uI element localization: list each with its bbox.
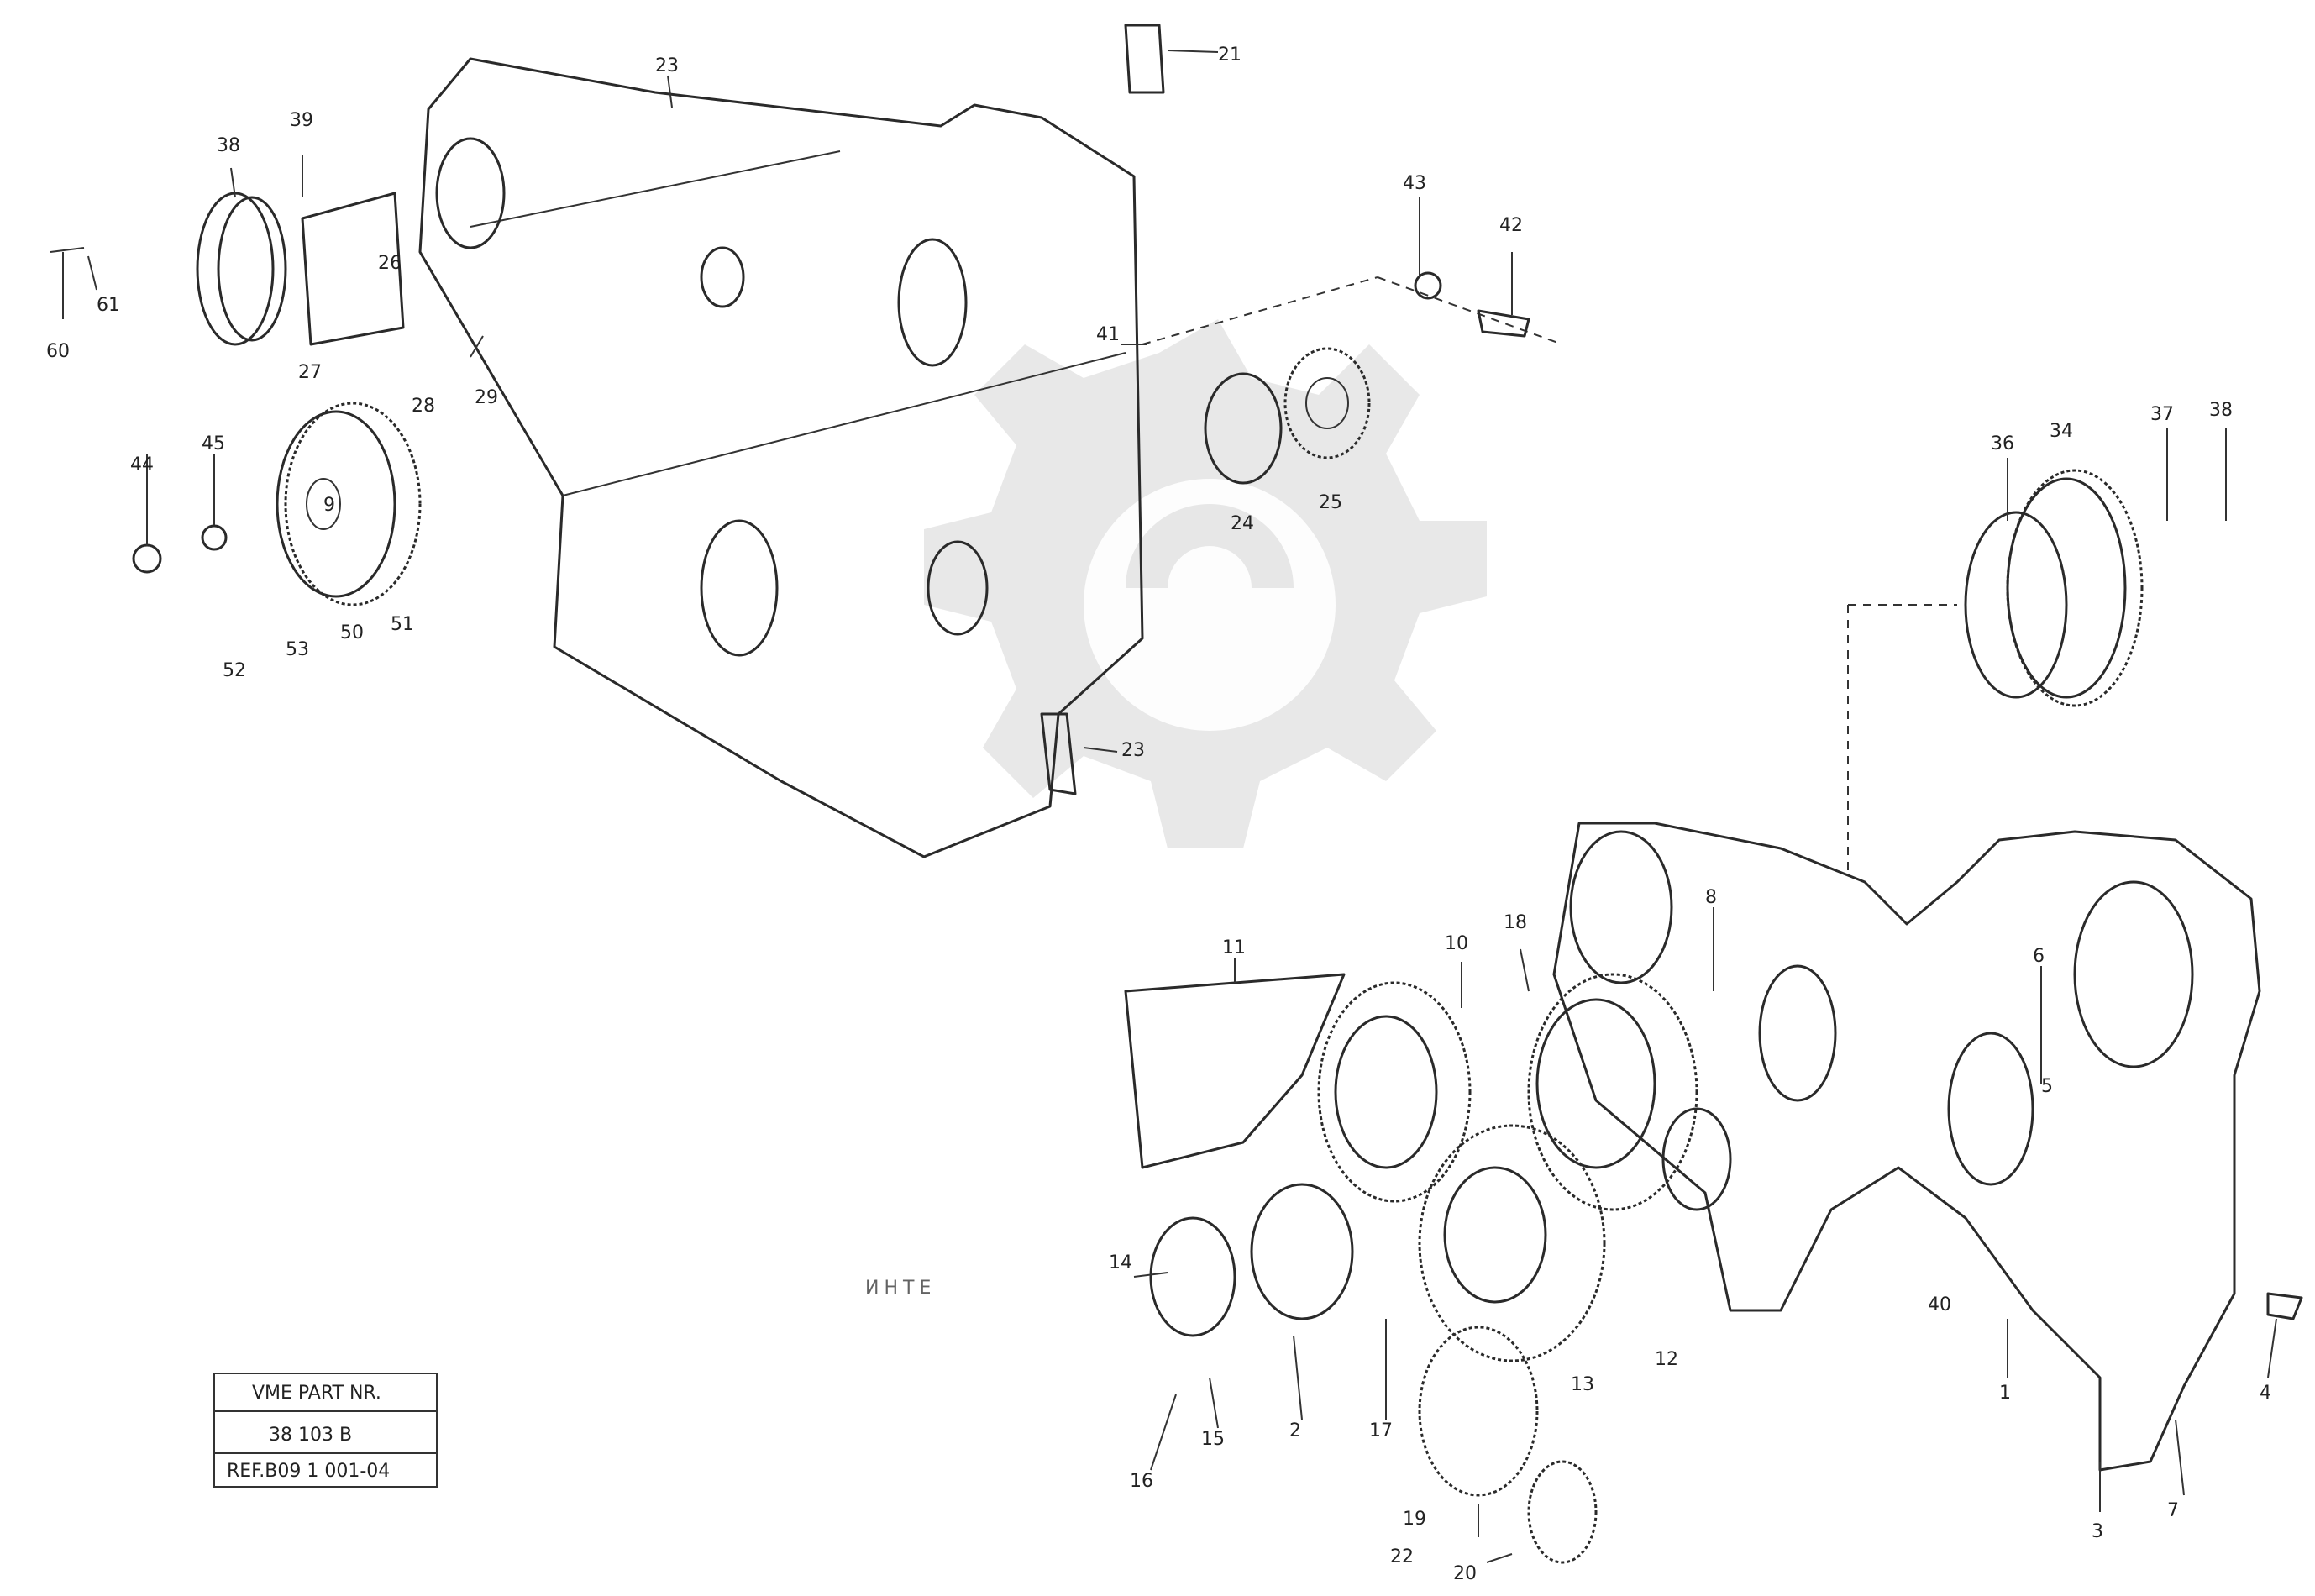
callout-39: 39 xyxy=(290,110,313,131)
callout-2: 2 xyxy=(1289,1420,1301,1441)
callout-22: 22 xyxy=(1390,1546,1414,1567)
callout-52: 52 xyxy=(223,660,246,681)
callout-60: 60 xyxy=(46,341,70,362)
callout-14: 14 xyxy=(1109,1252,1132,1273)
callout-61: 61 xyxy=(97,295,120,316)
callout-11: 11 xyxy=(1222,937,1246,958)
callout-24: 24 xyxy=(1231,513,1254,534)
ring-pair xyxy=(1204,347,1371,485)
callout-19: 19 xyxy=(1403,1509,1426,1530)
leader-lines xyxy=(87,75,2277,1563)
callout-40: 40 xyxy=(1928,1294,1951,1315)
callout-28: 28 xyxy=(412,396,435,417)
callout-23-b: 23 xyxy=(1121,740,1145,761)
callout-38: 38 xyxy=(217,135,240,156)
callout-10: 10 xyxy=(1445,933,1468,954)
callout-17: 17 xyxy=(1369,1420,1393,1441)
callout-34: 34 xyxy=(2050,421,2073,442)
callout-45: 45 xyxy=(202,433,225,454)
gear-train xyxy=(1124,973,2303,1564)
callout-43: 43 xyxy=(1403,173,1426,194)
callout-8: 8 xyxy=(1705,887,1717,908)
dash-connection-2 xyxy=(1377,276,1563,345)
dash-connection-1 xyxy=(1142,276,1378,345)
callout-29: 29 xyxy=(475,387,498,408)
watermark-text: ИНТЕ xyxy=(865,1278,936,1299)
callout-41: 41 xyxy=(1096,324,1120,345)
callout-15: 15 xyxy=(1201,1429,1225,1450)
stamp-line-2: 38 103 B xyxy=(269,1425,352,1446)
callout-16: 16 xyxy=(1130,1471,1153,1492)
callout-25: 25 xyxy=(1319,492,1342,513)
callout-13: 13 xyxy=(1571,1374,1594,1395)
timing-cover-housing xyxy=(418,57,1144,858)
stamp-line-1: VME PART NR. xyxy=(252,1383,381,1404)
callout-5: 5 xyxy=(2041,1076,2053,1097)
callout-18: 18 xyxy=(1504,912,1527,933)
callout-9: 9 xyxy=(323,495,335,516)
callout-50: 50 xyxy=(340,622,364,643)
callout-27: 27 xyxy=(298,362,322,383)
callout-37: 37 xyxy=(2150,404,2174,425)
watermark-gear-logo xyxy=(924,319,1487,848)
seal-cover-right xyxy=(1964,469,2144,707)
callout-44: 44 xyxy=(130,454,154,475)
sensor-top xyxy=(1124,24,1530,338)
reference-stamp: VME PART NR. 38 103 B REF.B09 1 001-04 xyxy=(213,1373,438,1488)
callout-7: 7 xyxy=(2167,1500,2179,1521)
callout-36: 36 xyxy=(1991,433,2014,454)
callout-labels: 21 23 38 39 26 61 60 27 28 29 44 45 9 52… xyxy=(46,45,2271,1584)
callout-12: 12 xyxy=(1655,1349,1678,1370)
callout-26: 26 xyxy=(378,253,402,274)
callout-21: 21 xyxy=(1218,45,1241,66)
callout-20: 20 xyxy=(1453,1563,1477,1584)
callout-4: 4 xyxy=(2260,1383,2271,1404)
callout-38-b: 38 xyxy=(2209,400,2233,421)
callout-53: 53 xyxy=(286,639,309,660)
callout-6: 6 xyxy=(2033,946,2045,967)
stamp-line-3: REF.B09 1 001-04 xyxy=(227,1461,390,1482)
callout-42: 42 xyxy=(1499,215,1523,236)
bolts-left xyxy=(50,247,228,574)
rear-cover-plate xyxy=(1552,822,2261,1472)
callout-23: 23 xyxy=(655,55,679,76)
callout-51: 51 xyxy=(391,614,414,635)
callout-1: 1 xyxy=(1999,1383,2011,1404)
callout-3: 3 xyxy=(2092,1521,2103,1542)
